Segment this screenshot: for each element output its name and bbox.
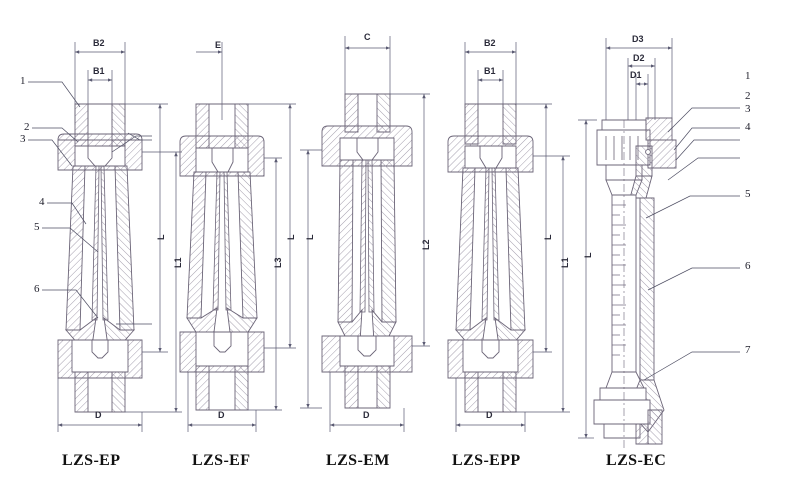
dim-label-d-epp: D xyxy=(486,410,493,420)
dim-label-l-em: L xyxy=(305,234,315,241)
dim-label-d3-ec: D3 xyxy=(632,34,644,44)
dim-label-l-epp: L xyxy=(543,234,553,241)
dim-label-e-ef: E xyxy=(215,40,222,50)
dim-label-b1-epp: B1 xyxy=(484,66,496,76)
dim-label-l1-ep: L1 xyxy=(173,257,183,268)
callout-ep-5: 5 xyxy=(34,221,40,233)
caption-lzs-ec: LZS-EC xyxy=(606,452,667,469)
caption-lzs-em: LZS-EM xyxy=(326,452,390,469)
callout-ec-4: 4 xyxy=(745,121,751,133)
callout-ep-1: 1 xyxy=(20,75,26,87)
callout-ec-7: 7 xyxy=(745,344,751,356)
dim-label-c-em: C xyxy=(364,32,371,42)
callout-ec-1: 1 xyxy=(745,70,751,82)
dim-label-l3-ef: L3 xyxy=(273,257,283,268)
dim-label-l2-em: L2 xyxy=(421,239,431,250)
callout-ep-2: 2 xyxy=(24,121,30,133)
callout-ec-3: 3 xyxy=(745,103,751,115)
dim-label-d-ef: D xyxy=(218,410,225,420)
caption-lzs-ep: LZS-EP xyxy=(62,452,121,469)
dim-label-d-ep: D xyxy=(95,410,102,420)
dim-label-d2-ec: D2 xyxy=(633,53,645,63)
dim-label-l-ep: L xyxy=(156,234,166,241)
dim-label-d1-ec: D1 xyxy=(630,70,642,80)
dim-label-l1-epp: L1 xyxy=(560,257,570,268)
figure-lzs-ef xyxy=(179,42,296,432)
dim-label-l-ef: L xyxy=(286,234,296,241)
dim-label-d-em: D xyxy=(363,410,370,420)
dim-label-b1-ep: B1 xyxy=(93,66,105,76)
callout-ep-4: 4 xyxy=(39,196,45,208)
callout-ec-5: 5 xyxy=(745,188,751,200)
callout-ep-6: 6 xyxy=(34,283,40,295)
figure-lzs-em xyxy=(300,36,430,432)
callout-ec-2: 2 xyxy=(745,90,751,102)
dim-label-b2-ep: B2 xyxy=(93,38,105,48)
dim-label-l-ec: L xyxy=(583,252,593,259)
callout-ep-3: 3 xyxy=(20,133,26,145)
callout-ec-6: 6 xyxy=(745,260,751,272)
caption-lzs-ef: LZS-EF xyxy=(192,452,251,469)
dim-label-b2-epp: B2 xyxy=(484,38,496,48)
figure-lzs-epp xyxy=(447,42,570,432)
figure-lzs-ep xyxy=(28,42,182,432)
caption-lzs-epp: LZS-EPP xyxy=(452,452,521,469)
figure-lzs-ec xyxy=(578,38,740,448)
